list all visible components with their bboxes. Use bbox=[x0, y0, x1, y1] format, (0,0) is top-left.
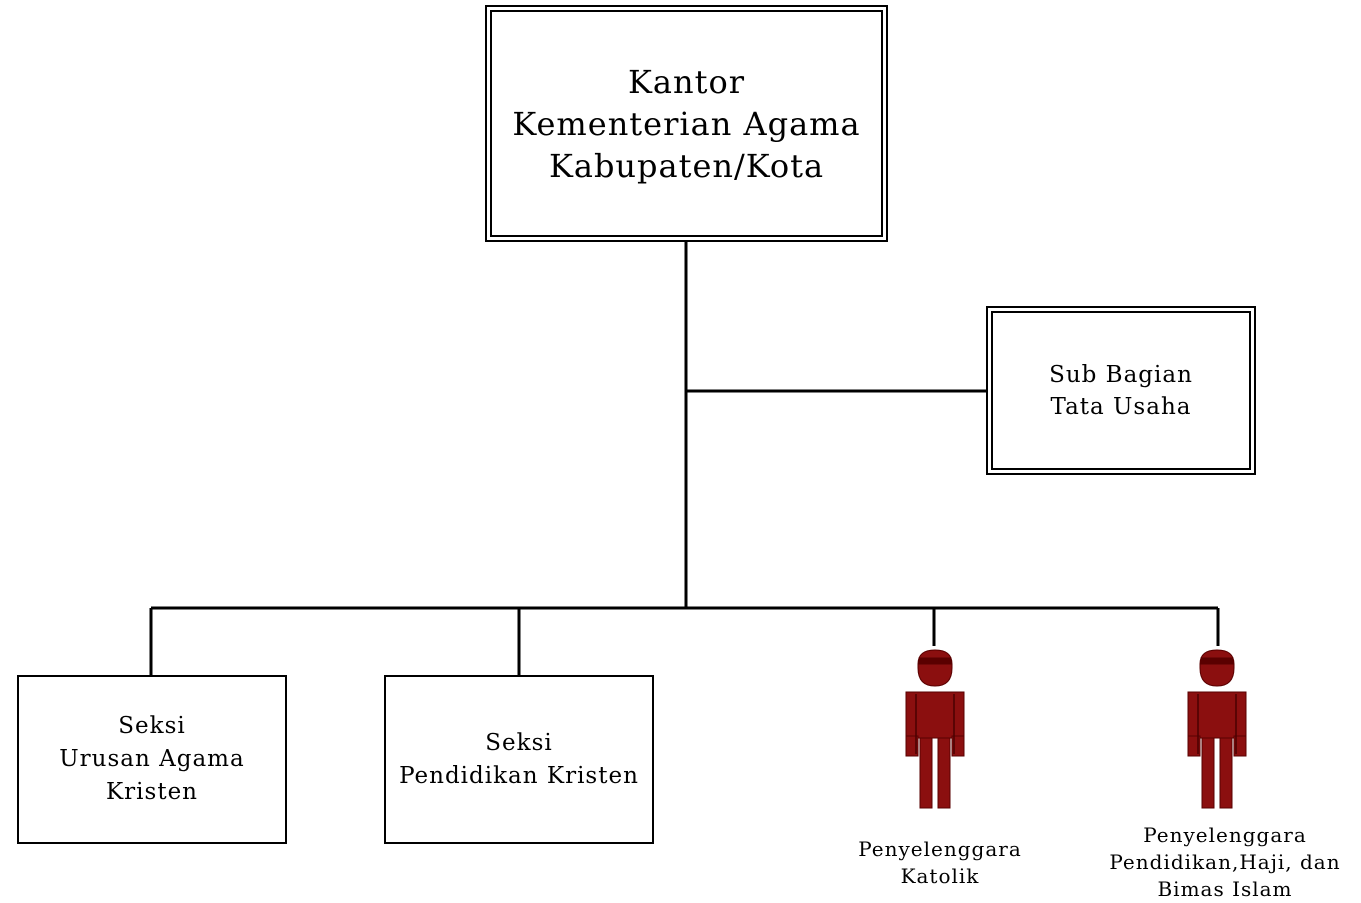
node-label-line: Urusan Agama bbox=[59, 746, 245, 772]
caption-line: Bimas Islam bbox=[1157, 877, 1293, 901]
person-icon bbox=[905, 649, 965, 809]
node-label-line: Kementerian Agama bbox=[512, 104, 861, 143]
root-node-kantor: Kantor Kementerian Agama Kabupaten/Kota bbox=[485, 5, 888, 242]
officer-label-katolik: Penyelenggara Katolik bbox=[840, 836, 1040, 890]
staff-node-tata-usaha: Sub Bagian Tata Usaha bbox=[986, 306, 1256, 475]
node-label-line: Seksi bbox=[485, 729, 553, 756]
section-node-pendidikan: Seksi Pendidikan Kristen bbox=[384, 675, 654, 844]
section-node-urusan-agama: Seksi Urusan Agama Kristen bbox=[17, 675, 287, 844]
node-label-line: Kantor bbox=[627, 62, 745, 101]
caption-line: Penyelenggara bbox=[858, 837, 1022, 861]
caption-line: Penyelenggara bbox=[1143, 823, 1307, 847]
person-icon bbox=[1187, 649, 1247, 809]
caption-line: Pendidikan,Haji, dan bbox=[1109, 850, 1341, 874]
node-label-line: Sub Bagian bbox=[1049, 361, 1193, 388]
caption-line: Katolik bbox=[900, 864, 980, 888]
node-label-line: Kabupaten/Kota bbox=[548, 146, 825, 185]
node-label-line: Seksi bbox=[118, 713, 186, 739]
node-label-line: Tata Usaha bbox=[1050, 393, 1192, 420]
officer-label-islam: Penyelenggara Pendidikan,Haji, dan Bimas… bbox=[1095, 822, 1355, 903]
node-label-line: Kristen bbox=[105, 779, 198, 805]
node-label-line: Pendidikan Kristen bbox=[399, 762, 639, 789]
